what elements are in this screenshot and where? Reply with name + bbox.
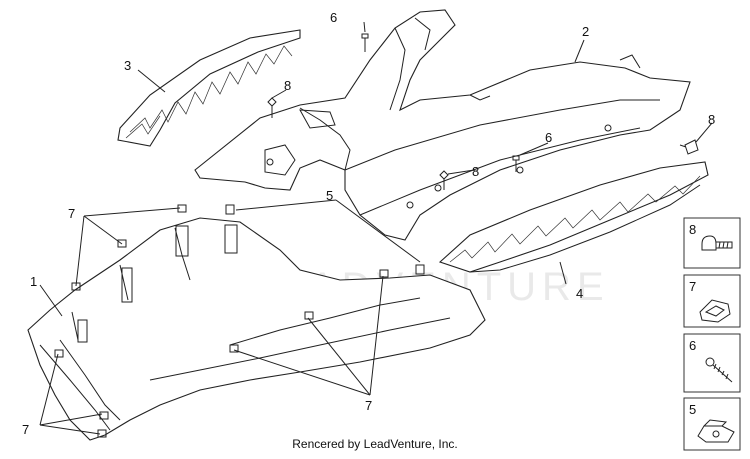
part-1-lower-panel	[27, 217, 486, 441]
callout-7-top: 7	[68, 206, 75, 221]
spring-nut-icon	[697, 419, 735, 443]
legend-key-5: 5	[683, 397, 741, 451]
leader-lines	[39, 21, 713, 435]
callout-3: 3	[124, 58, 131, 73]
legend-number: 7	[689, 279, 696, 294]
legend-key-6: 6	[683, 333, 741, 393]
callout-7-bottom: 7	[365, 398, 372, 413]
clip-nut-icon	[699, 299, 731, 323]
legend-key-7: 7	[683, 274, 741, 328]
callout-4: 4	[576, 286, 583, 301]
callouts: 3 2 4 1 5 6 6 8 8 8 7 7 7	[22, 10, 715, 437]
callout-8-left: 8	[284, 78, 291, 93]
callout-6-top: 6	[330, 10, 337, 25]
footer-credit: Rencered by LeadVenture, Inc.	[292, 437, 458, 451]
self-tapping-screw-icon	[705, 357, 733, 383]
callout-8-center: 8	[472, 164, 479, 179]
part-4-lower-shield	[438, 161, 709, 273]
part-3-upper-shield	[117, 29, 301, 147]
callout-2: 2	[582, 24, 589, 39]
callout-7-bottom-left: 7	[22, 422, 29, 437]
legend-number: 6	[689, 338, 696, 353]
part-2-floor-frame	[194, 9, 691, 241]
callout-5: 5	[326, 188, 333, 203]
callout-6-right: 6	[545, 130, 552, 145]
callout-8-right: 8	[708, 112, 715, 127]
callout-1: 1	[30, 274, 37, 289]
screw-icon	[701, 235, 733, 251]
legend-number: 8	[689, 222, 696, 237]
legend-key-8: 8	[683, 217, 741, 269]
legend-number: 5	[689, 402, 696, 417]
